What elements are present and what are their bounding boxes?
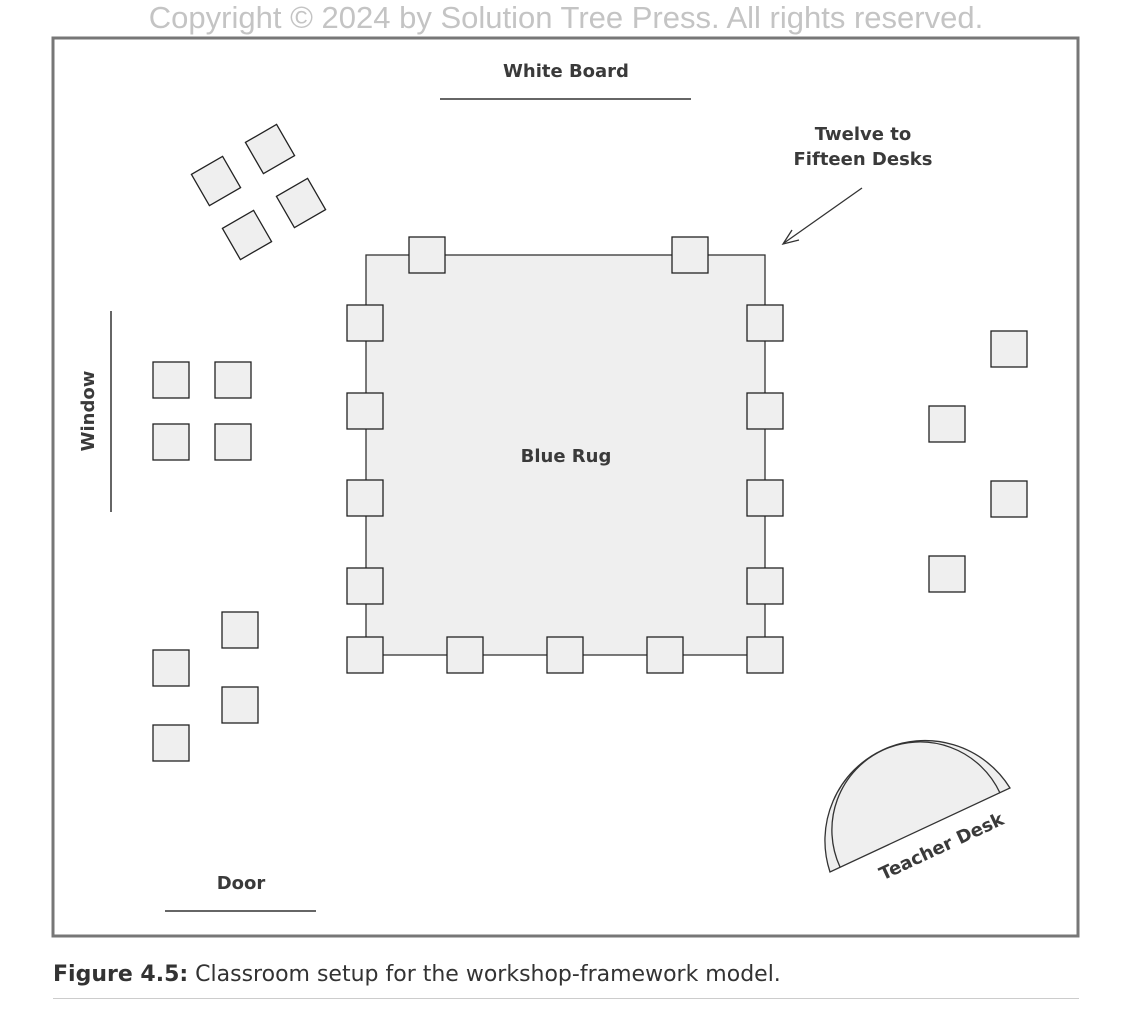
divider bbox=[53, 998, 1079, 999]
desk bbox=[646, 636, 684, 674]
desks-label-line2: Fifteen Desks bbox=[794, 149, 933, 170]
desk bbox=[546, 636, 584, 674]
blue-rug bbox=[365, 254, 766, 656]
desk bbox=[928, 405, 966, 443]
room-border bbox=[51, 36, 1080, 938]
copyright-notice: Copyright © 2024 by Solution Tree Press.… bbox=[148, 0, 984, 35]
desk bbox=[214, 423, 252, 461]
desk bbox=[346, 636, 384, 674]
desk bbox=[152, 724, 190, 762]
desk bbox=[346, 392, 384, 430]
desk bbox=[746, 567, 784, 605]
white-board-label: White Board bbox=[503, 61, 629, 82]
desk bbox=[446, 636, 484, 674]
desk bbox=[221, 611, 259, 649]
desk bbox=[671, 236, 709, 274]
desk bbox=[221, 209, 273, 261]
desk bbox=[221, 686, 259, 724]
desk-group bbox=[152, 236, 1028, 762]
desk bbox=[990, 480, 1028, 518]
door-label: Door bbox=[217, 873, 266, 894]
desks-label-line1: Twelve to bbox=[815, 124, 912, 145]
desk bbox=[346, 479, 384, 517]
rotated-desk-cluster bbox=[190, 123, 327, 261]
teacher-desk bbox=[824, 739, 1011, 873]
desk bbox=[746, 392, 784, 430]
window-label: Window bbox=[78, 371, 99, 452]
desk bbox=[408, 236, 446, 274]
figure-number: Figure 4.5: bbox=[53, 962, 189, 987]
desk bbox=[746, 636, 784, 674]
caption-text: Classroom setup for the workshop-framewo… bbox=[188, 962, 781, 987]
desk bbox=[746, 479, 784, 517]
desk bbox=[346, 304, 384, 342]
desk bbox=[990, 330, 1028, 368]
desk bbox=[275, 177, 327, 229]
desk bbox=[190, 155, 242, 207]
desk bbox=[746, 304, 784, 342]
blue-rug-label: Blue Rug bbox=[521, 446, 612, 467]
desk bbox=[346, 567, 384, 605]
desk bbox=[244, 123, 296, 175]
desk bbox=[152, 423, 190, 461]
figure-caption: Figure 4.5: Classroom setup for the work… bbox=[53, 962, 781, 987]
arrow-icon bbox=[781, 187, 863, 246]
desk bbox=[152, 361, 190, 399]
desk bbox=[928, 555, 966, 593]
desk bbox=[152, 649, 190, 687]
desk bbox=[214, 361, 252, 399]
